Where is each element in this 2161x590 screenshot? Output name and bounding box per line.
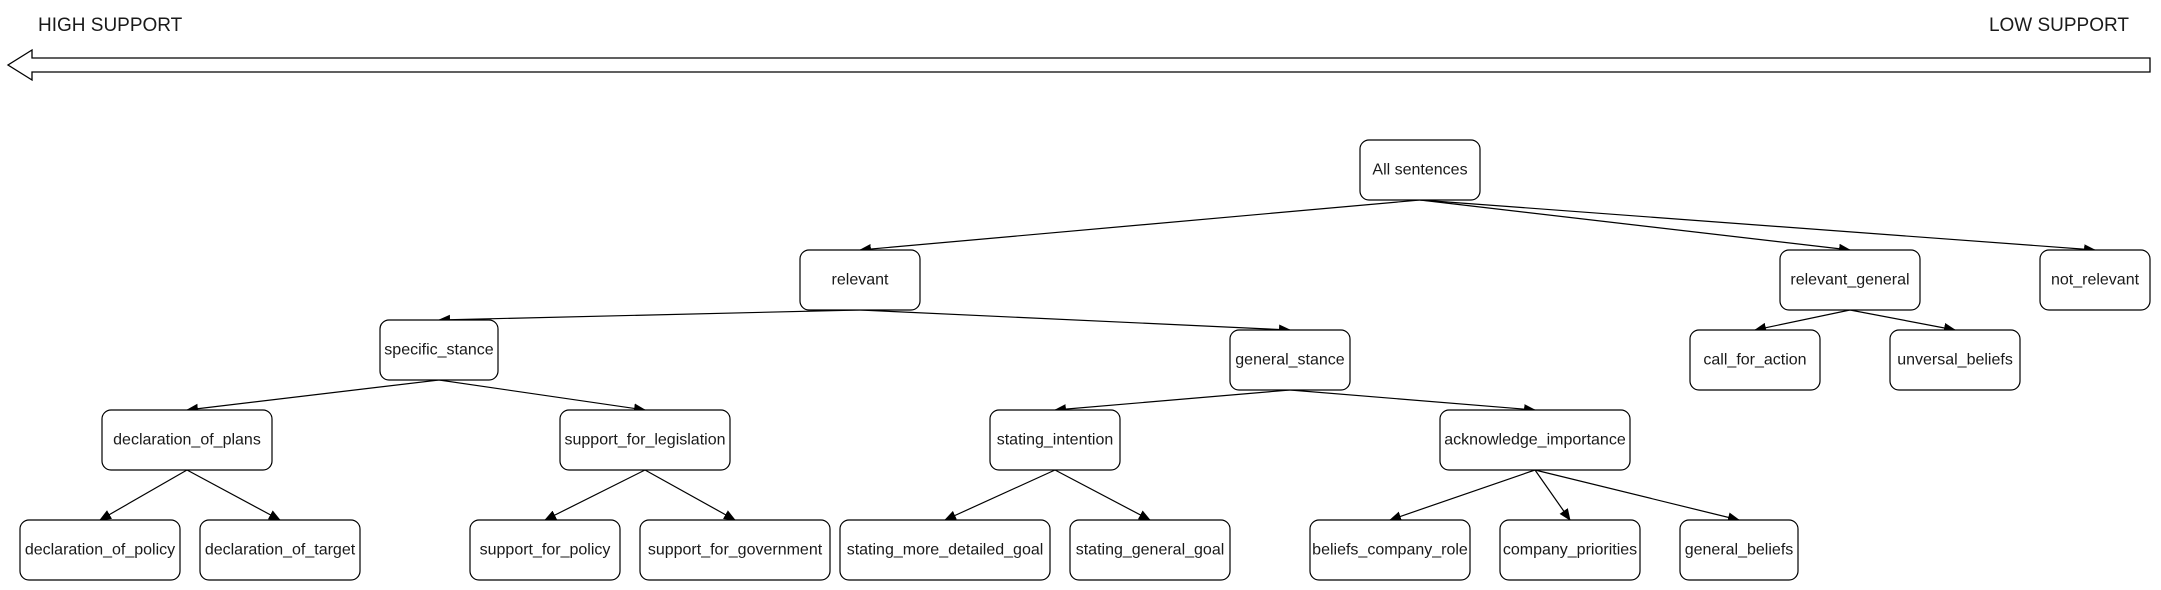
node-unversal-beliefs: unversal_beliefs bbox=[1889, 329, 2021, 391]
node-label: declaration_of_policy bbox=[25, 542, 175, 559]
node-specific-stance: specific_stance bbox=[379, 319, 499, 381]
node-box bbox=[1689, 329, 1821, 391]
node-label: acknowledge_importance bbox=[1444, 432, 1626, 449]
node-not-relevant: not_relevant bbox=[2039, 249, 2151, 311]
edge-stating_intention-to-stating_more_detailed_goal bbox=[944, 469, 1056, 521]
edge-relevant_general-to-call_for_action bbox=[1754, 309, 1851, 333]
node-box bbox=[1889, 329, 2021, 391]
node-acknowledge-importance: acknowledge_importance bbox=[1439, 409, 1631, 471]
node-company-priorities: company_priorities bbox=[1499, 519, 1641, 581]
node-label: unversal_beliefs bbox=[1897, 352, 2013, 369]
node-box bbox=[639, 519, 831, 581]
node-label: support_for_government bbox=[648, 542, 823, 559]
edge-relevant_general-to-unversal_beliefs bbox=[1849, 309, 1956, 333]
edge-acknowledge_importance-to-general_beliefs bbox=[1534, 469, 1740, 523]
node-label: company_priorities bbox=[1503, 542, 1637, 559]
node-label: call_for_action bbox=[1703, 352, 1806, 369]
edge-relevant-to-general_stance bbox=[859, 309, 1291, 335]
node-stating-intention: stating_intention bbox=[989, 409, 1121, 471]
node-box bbox=[1439, 409, 1631, 471]
node-label: relevant bbox=[832, 272, 889, 289]
node-all: All sentences bbox=[1359, 139, 1481, 201]
node-general-stance: general_stance bbox=[1229, 329, 1351, 391]
edge-all-to-relevant bbox=[859, 199, 1421, 255]
edge-general_stance-to-stating_intention bbox=[1054, 389, 1291, 415]
node-box bbox=[559, 409, 731, 471]
node-support-for-policy: support_for_policy bbox=[469, 519, 621, 581]
node-box bbox=[379, 319, 499, 381]
node-call-for-action: call_for_action bbox=[1689, 329, 1821, 391]
edges-layer bbox=[99, 199, 2096, 523]
node-box bbox=[2039, 249, 2151, 311]
edge-support_for_legislation-to-support_for_government bbox=[644, 469, 736, 521]
node-relevant: relevant bbox=[799, 249, 921, 311]
node-general-beliefs: general_beliefs bbox=[1679, 519, 1799, 581]
edge-support_for_legislation-to-support_for_policy bbox=[544, 469, 646, 521]
node-relevant-general: relevant_general bbox=[1779, 249, 1921, 311]
edge-acknowledge_importance-to-beliefs_company_role bbox=[1389, 469, 1536, 522]
node-declaration-of-plans: declaration_of_plans bbox=[101, 409, 273, 471]
node-support-for-government: support_for_government bbox=[639, 519, 831, 581]
node-box bbox=[1359, 139, 1481, 201]
node-box bbox=[101, 409, 273, 471]
node-box bbox=[989, 409, 1121, 471]
node-box bbox=[19, 519, 181, 581]
high-support-label: HIGH SUPPORT bbox=[38, 15, 183, 36]
node-box bbox=[1779, 249, 1921, 311]
node-label: All sentences bbox=[1372, 162, 1467, 179]
node-label: declaration_of_plans bbox=[113, 432, 261, 449]
low-support-label: LOW SUPPORT bbox=[1988, 15, 2129, 36]
edge-declaration_of_plans-to-declaration_of_target bbox=[186, 469, 281, 521]
node-label: beliefs_company_role bbox=[1312, 542, 1468, 559]
node-label: stating_intention bbox=[997, 432, 1114, 449]
edge-specific_stance-to-support_for_legislation bbox=[438, 379, 646, 414]
node-declaration-of-target: declaration_of_target bbox=[199, 519, 361, 581]
node-label: specific_stance bbox=[384, 342, 493, 359]
edge-specific_stance-to-declaration_of_plans bbox=[186, 379, 440, 414]
node-label: not_relevant bbox=[2051, 272, 2140, 289]
node-label: stating_general_goal bbox=[1076, 542, 1225, 559]
node-label: relevant_general bbox=[1790, 272, 1909, 289]
node-box bbox=[1679, 519, 1799, 581]
node-box bbox=[469, 519, 621, 581]
node-box bbox=[1309, 519, 1471, 581]
node-box bbox=[839, 519, 1051, 581]
node-label: declaration_of_target bbox=[205, 542, 356, 559]
node-label: support_for_legislation bbox=[565, 432, 726, 449]
nodes-layer: All sentences relevant relevant_general not… bbox=[19, 139, 2151, 581]
edge-declaration_of_plans-to-declaration_of_policy bbox=[99, 469, 188, 521]
edge-all-to-not_relevant bbox=[1419, 199, 2096, 255]
node-box bbox=[1229, 329, 1351, 391]
node-support-for-legislation: support_for_legislation bbox=[559, 409, 731, 471]
node-stating-more-detailed-goal: stating_more_detailed_goal bbox=[839, 519, 1051, 581]
node-label: general_beliefs bbox=[1685, 542, 1794, 559]
support-scale-arrow bbox=[6, 48, 2151, 82]
node-declaration-of-policy: declaration_of_policy bbox=[19, 519, 181, 581]
node-beliefs-company-role: beliefs_company_role bbox=[1309, 519, 1471, 581]
edge-acknowledge_importance-to-company_priorities bbox=[1534, 469, 1571, 521]
node-box bbox=[199, 519, 361, 581]
edge-all-to-relevant_general bbox=[1419, 199, 1851, 254]
node-box bbox=[1069, 519, 1231, 581]
node-box bbox=[799, 249, 921, 311]
node-label: support_for_policy bbox=[480, 542, 611, 559]
node-box bbox=[1499, 519, 1641, 581]
edge-stating_intention-to-stating_general_goal bbox=[1054, 469, 1151, 521]
node-label: general_stance bbox=[1235, 352, 1345, 369]
edge-general_stance-to-acknowledge_importance bbox=[1289, 389, 1536, 415]
edge-relevant-to-specific_stance bbox=[438, 309, 861, 325]
node-label: stating_more_detailed_goal bbox=[847, 542, 1044, 559]
node-stating-general-goal: stating_general_goal bbox=[1069, 519, 1231, 581]
